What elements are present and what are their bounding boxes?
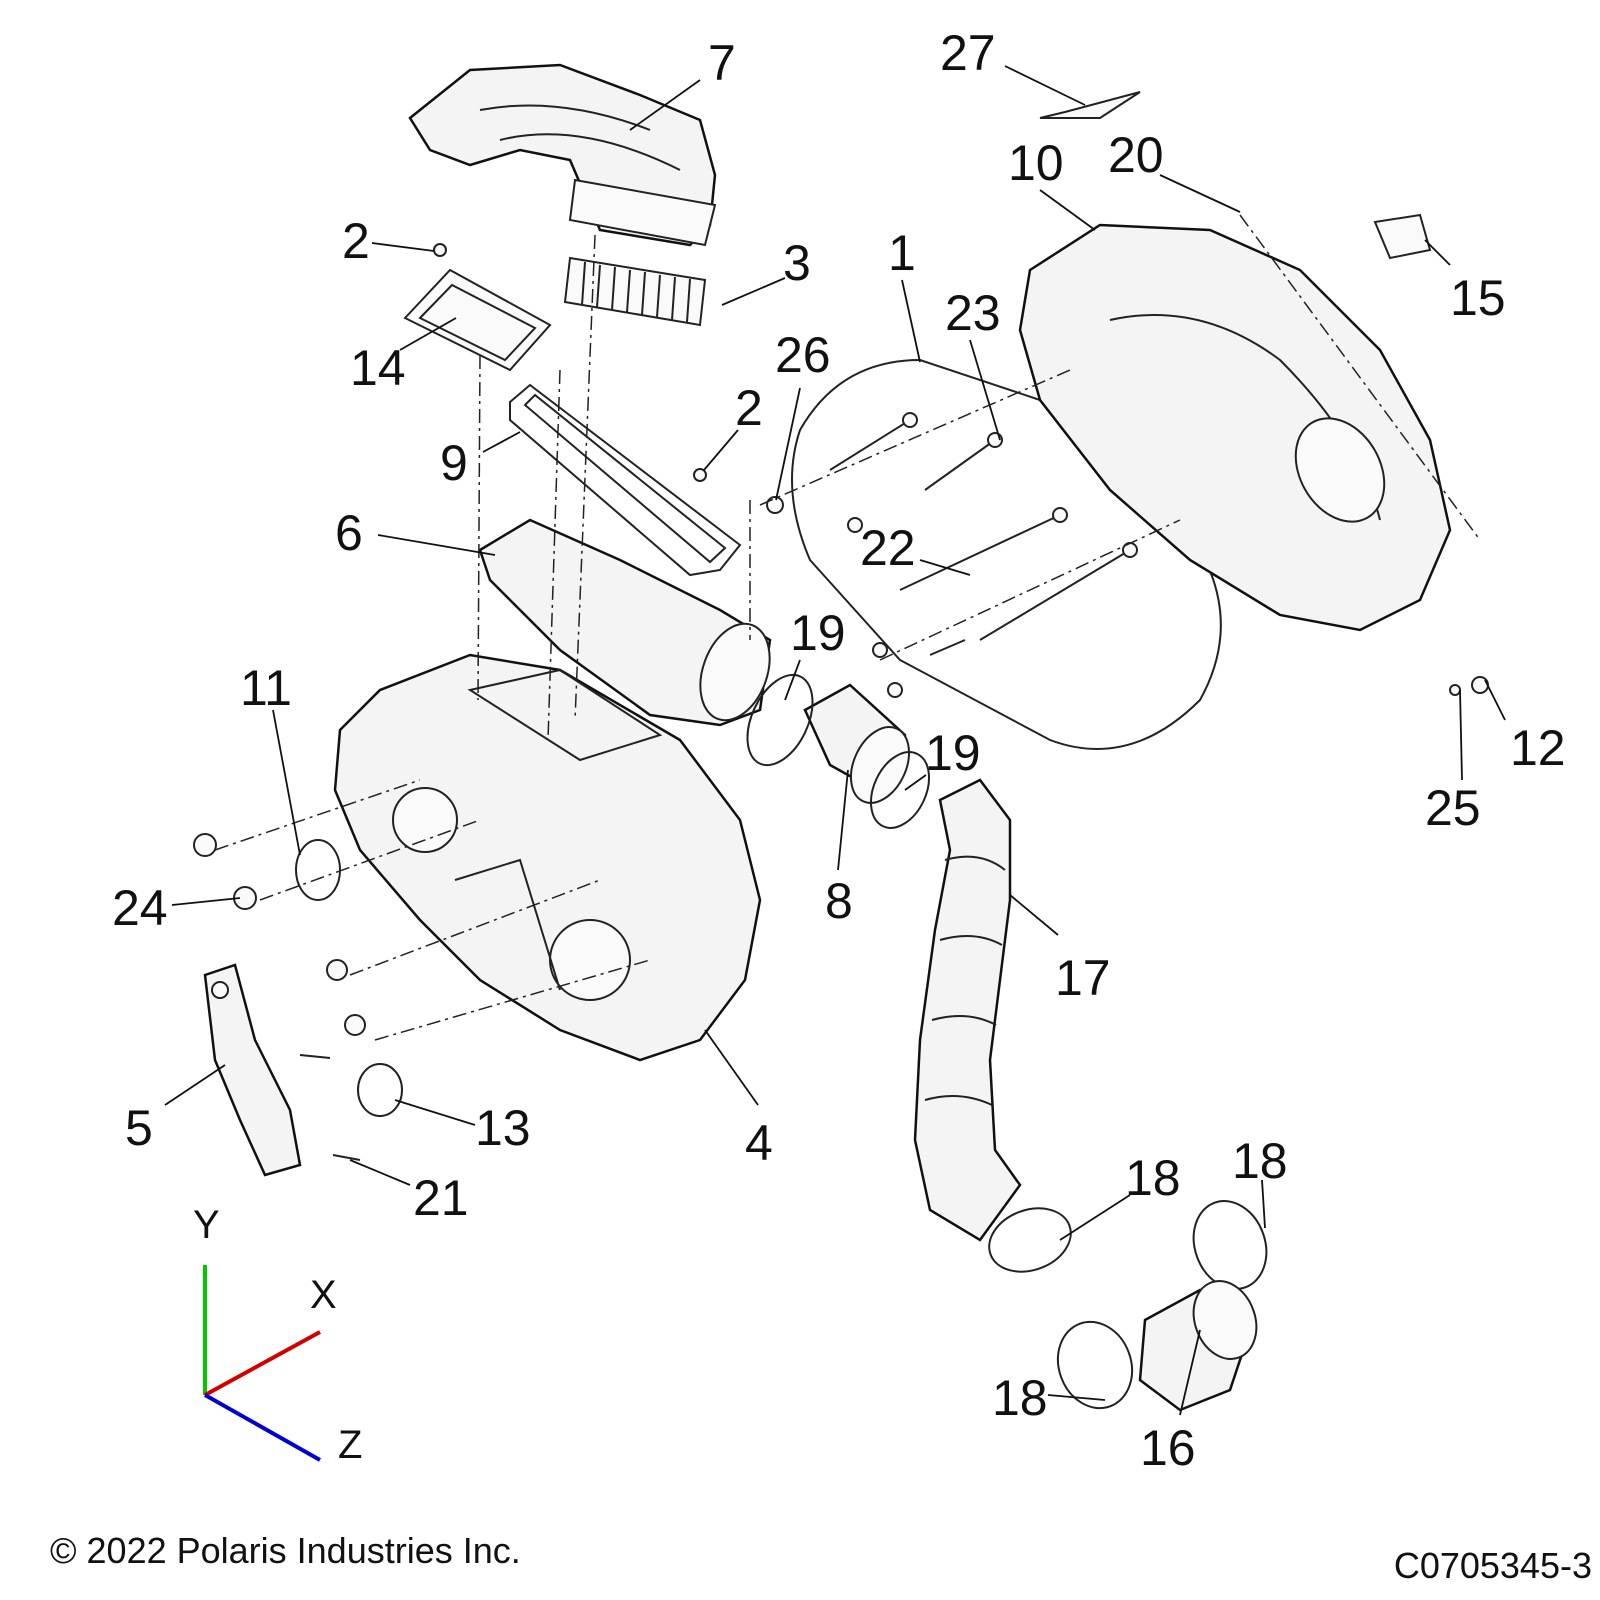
callout-16: 16 [1140, 1420, 1196, 1476]
callout-1: 1 [888, 225, 916, 281]
decal-27 [1039, 91, 1141, 119]
callout-4: 4 [745, 1115, 773, 1171]
intake-coupler [803, 683, 911, 804]
callout-18b: 18 [1232, 1133, 1288, 1189]
callout-22: 22 [860, 520, 916, 576]
hose-clamp-18a [988, 1207, 1072, 1273]
hose-clamp-18b [1192, 1200, 1268, 1290]
callout-13: 13 [475, 1100, 531, 1156]
callout-24: 24 [112, 880, 168, 936]
callout-26: 26 [775, 327, 831, 383]
callout-19a: 19 [790, 605, 846, 661]
callout-14: 14 [350, 340, 406, 396]
callout-2a: 2 [342, 213, 370, 269]
callout-8: 8 [825, 873, 853, 929]
copyright-notice: © 2022 Polaris Industries Inc. [50, 1530, 521, 1571]
alignment-lines [214, 214, 1481, 1041]
hose-clamp-19b [869, 751, 931, 829]
x-axis-line [204, 1330, 321, 1397]
callout-18c: 18 [992, 1370, 1048, 1426]
callout-21: 21 [413, 1170, 469, 1226]
drawing-number: C0705345-3 [1393, 1545, 1592, 1586]
callout-3: 3 [783, 235, 811, 291]
leader-lines [164, 65, 1506, 1416]
y-axis-label: Y [193, 1203, 220, 1247]
mounting-bracket [203, 963, 302, 1177]
exhaust-duct-tube [913, 778, 1022, 1242]
callout-23: 23 [945, 285, 1001, 341]
callout-19b: 19 [925, 725, 981, 781]
decal-15 [1373, 213, 1432, 260]
callout-2b: 2 [735, 380, 763, 436]
callout-numbers: 27 7 10 20 2 3 15 1 23 14 26 2 9 6 22 19… [112, 25, 1566, 1476]
callout-7: 7 [708, 35, 736, 91]
cover-seal [791, 358, 1222, 750]
callout-9: 9 [440, 435, 468, 491]
callout-27: 27 [940, 25, 996, 81]
callout-17: 17 [1055, 950, 1111, 1006]
callout-18a: 18 [1125, 1150, 1181, 1206]
intake-duct-lower [478, 518, 772, 727]
callout-11: 11 [240, 660, 292, 716]
callout-10: 10 [1008, 135, 1064, 191]
hose-clamp-18c [1056, 1320, 1134, 1410]
outer-clutch-cover [1018, 223, 1452, 632]
inner-clutch-cover [333, 653, 762, 1062]
long-bolts [829, 412, 1138, 656]
small-fasteners [193, 243, 1489, 1161]
intake-duct-upper [408, 63, 717, 247]
callout-6: 6 [335, 505, 363, 561]
intake-screen [563, 256, 707, 327]
access-cover-plate [403, 268, 552, 372]
callout-12: 12 [1510, 720, 1566, 776]
callout-15: 15 [1450, 270, 1506, 326]
hose-clamp-19a [746, 673, 814, 767]
elbow-boot [1138, 1280, 1258, 1412]
z-axis-label: Z [338, 1423, 362, 1467]
callout-25: 25 [1425, 780, 1481, 836]
duct-gasket [509, 383, 742, 577]
z-axis-line [204, 1393, 321, 1462]
axis-triad: Y X Z [193, 1203, 362, 1467]
callout-5: 5 [125, 1100, 153, 1156]
callout-20: 20 [1108, 127, 1164, 183]
x-axis-label: X [310, 1273, 337, 1317]
